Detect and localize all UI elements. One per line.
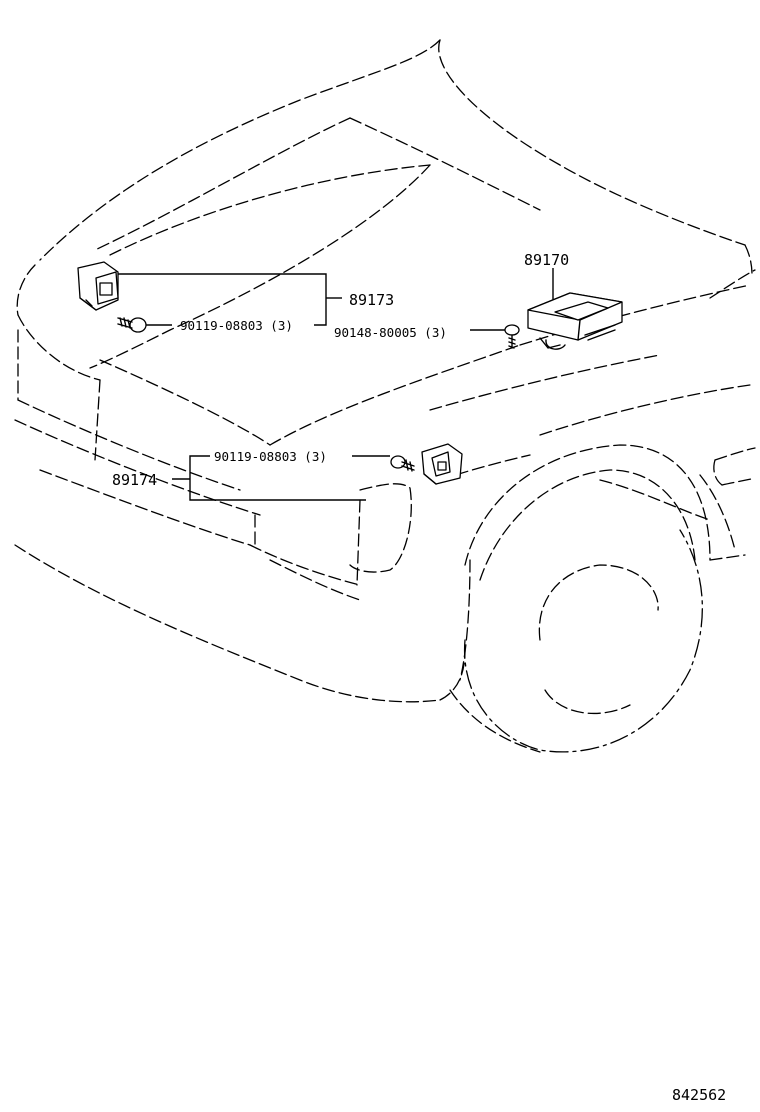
- part-label-89170: 89170: [524, 251, 569, 269]
- bolt-icon: [390, 455, 415, 472]
- part-label-bolt-upper: 90119-08803 (3): [180, 318, 293, 333]
- part-label-screw-ecu: 90148-80005 (3): [334, 325, 447, 340]
- bolt-icon: [117, 317, 147, 333]
- car-body-outline: [14, 39, 756, 753]
- screw-icon: [504, 324, 520, 349]
- airbag-ecu-icon: [527, 292, 623, 350]
- front-airbag-sensor-left-icon: [77, 261, 119, 311]
- part-label-89173: 89173: [349, 291, 394, 309]
- part-label-bolt-lower: 90119-08803 (3): [214, 449, 327, 464]
- part-label-89174: 89174: [112, 471, 157, 489]
- leader-lines: [118, 268, 554, 501]
- drawing-number: 842562: [672, 1086, 726, 1104]
- front-airbag-sensor-right-icon: [421, 443, 463, 485]
